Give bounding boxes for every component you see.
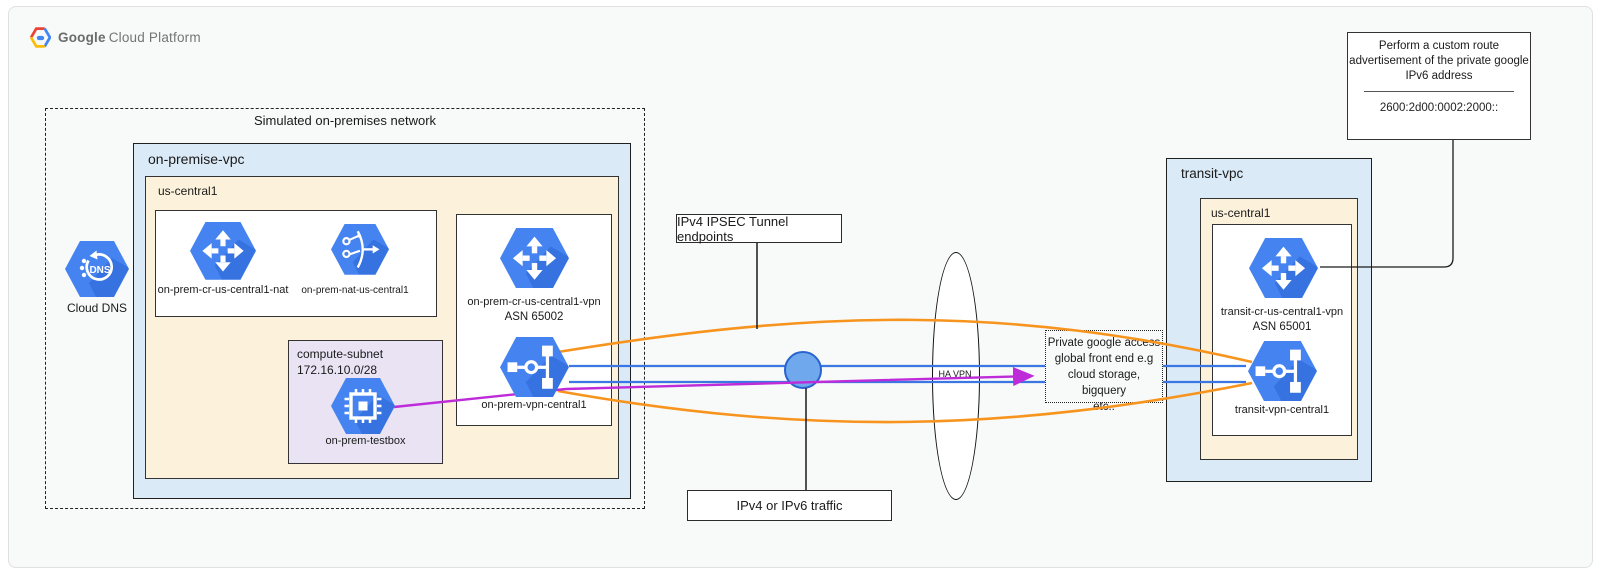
callout-divider [1364, 91, 1514, 92]
cloud-router-transit-icon [1249, 238, 1318, 299]
onprem-cr-nat-label: on-prem-cr-us-central1-nat [157, 284, 289, 296]
pga-line-3: cloud storage, bigquery [1067, 369, 1141, 397]
private-google-access-box: Private google access global front end e… [1045, 330, 1163, 413]
callout-address: 2600:2d00:0002:2000:: [1379, 102, 1499, 114]
onprem-region-label: us-central1 [158, 184, 218, 198]
cloud-nat-icon [331, 224, 389, 275]
onprem-cr-vpn-label: on-prem-cr-us-central1-vpn [467, 296, 601, 308]
traffic-label-box: IPv4 or IPv6 traffic [687, 490, 892, 521]
transit-region-label: us-central1 [1211, 206, 1271, 220]
callout-box: Perform a custom route advertisement of … [1347, 32, 1531, 140]
cloud-router-nat-icon [190, 222, 256, 280]
pga-line-4: etc.. [1093, 401, 1115, 413]
transit-cr-label: transit-cr-us-central1-vpn [1220, 306, 1344, 318]
compute-engine-icon [331, 378, 395, 434]
callout-line-2: advertisement of the private google [1349, 55, 1529, 67]
ipsec-label-text: IPv4 IPSEC Tunnel endpoints [677, 213, 789, 244]
transit-cr-asn: ASN 65001 [1252, 321, 1312, 333]
svg-text:DNS: DNS [89, 265, 110, 276]
simulated-onprem-title: Simulated on-premises network [253, 113, 437, 128]
cloud-dns-icon: DNS [65, 241, 129, 297]
ipsec-label-box: IPv4 IPSEC Tunnel endpoints [676, 213, 842, 244]
logo-cloud-platform: Cloud Platform [108, 30, 201, 45]
callout-line-3: IPv6 address [1405, 70, 1473, 82]
onprem-vpc-label: on-premise-vpc [148, 151, 245, 167]
cloud-dns-label: Cloud DNS [66, 301, 128, 315]
gcp-hexagon-logo-icon [30, 27, 51, 48]
cloud-vpn-transit-icon [1248, 341, 1317, 402]
havpn-label: HA VPN [938, 369, 972, 379]
pga-line-1: Private google access [1047, 337, 1161, 349]
compute-subnet-title: compute-subnet [297, 347, 384, 361]
simulated-onprem-container [45, 108, 645, 509]
cloud-vpn-onprem-icon [500, 337, 569, 398]
callout-line-1: Perform a custom route [1378, 40, 1500, 52]
transit-vpc-label: transit-vpc [1181, 166, 1244, 181]
onprem-nat-label: on-prem-nat-us-central1 [301, 285, 409, 296]
logo-google: Google [58, 30, 106, 45]
pga-line-2: global front end e.g [1054, 353, 1154, 365]
compute-subnet-cidr: 172.16.10.0/28 [297, 363, 378, 377]
onprem-vpn-label: on-prem-vpn-central1 [481, 399, 587, 411]
onprem-cr-vpn-asn: ASN 65002 [504, 311, 564, 323]
traffic-label-text: IPv4 or IPv6 traffic [736, 498, 843, 513]
onprem-testbox-label: on-prem-testbox [325, 435, 406, 447]
transit-vpn-label: transit-vpn-central1 [1234, 404, 1330, 416]
cloud-router-vpn-icon [500, 228, 569, 289]
